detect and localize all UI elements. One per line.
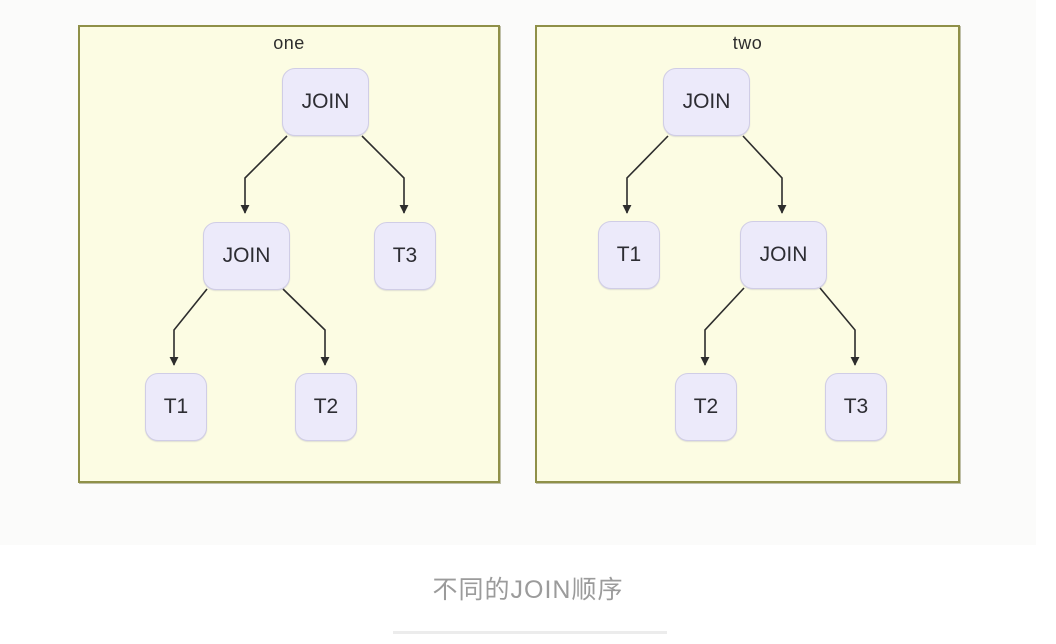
node-t1: T1 <box>145 373 207 441</box>
panel-two: two JOIN T1 JOIN T2 T3 <box>535 25 960 483</box>
node-t3: T3 <box>825 373 887 441</box>
node-t3: T3 <box>374 222 436 290</box>
node-t1: T1 <box>598 221 660 289</box>
figure-caption: 不同的JOIN顺序 <box>432 576 624 604</box>
panel-one-title: one <box>273 33 305 53</box>
node-root-join: JOIN <box>663 68 750 136</box>
node-inner-join: JOIN <box>740 221 827 289</box>
panel-one: one JOIN JOIN T3 T1 T2 <box>78 25 500 483</box>
node-inner-join: JOIN <box>203 222 290 290</box>
divider-line <box>393 631 667 634</box>
panel-two-title: two <box>732 33 763 53</box>
node-root-join: JOIN <box>282 68 369 136</box>
node-t2: T2 <box>295 373 357 441</box>
node-t2: T2 <box>675 373 737 441</box>
